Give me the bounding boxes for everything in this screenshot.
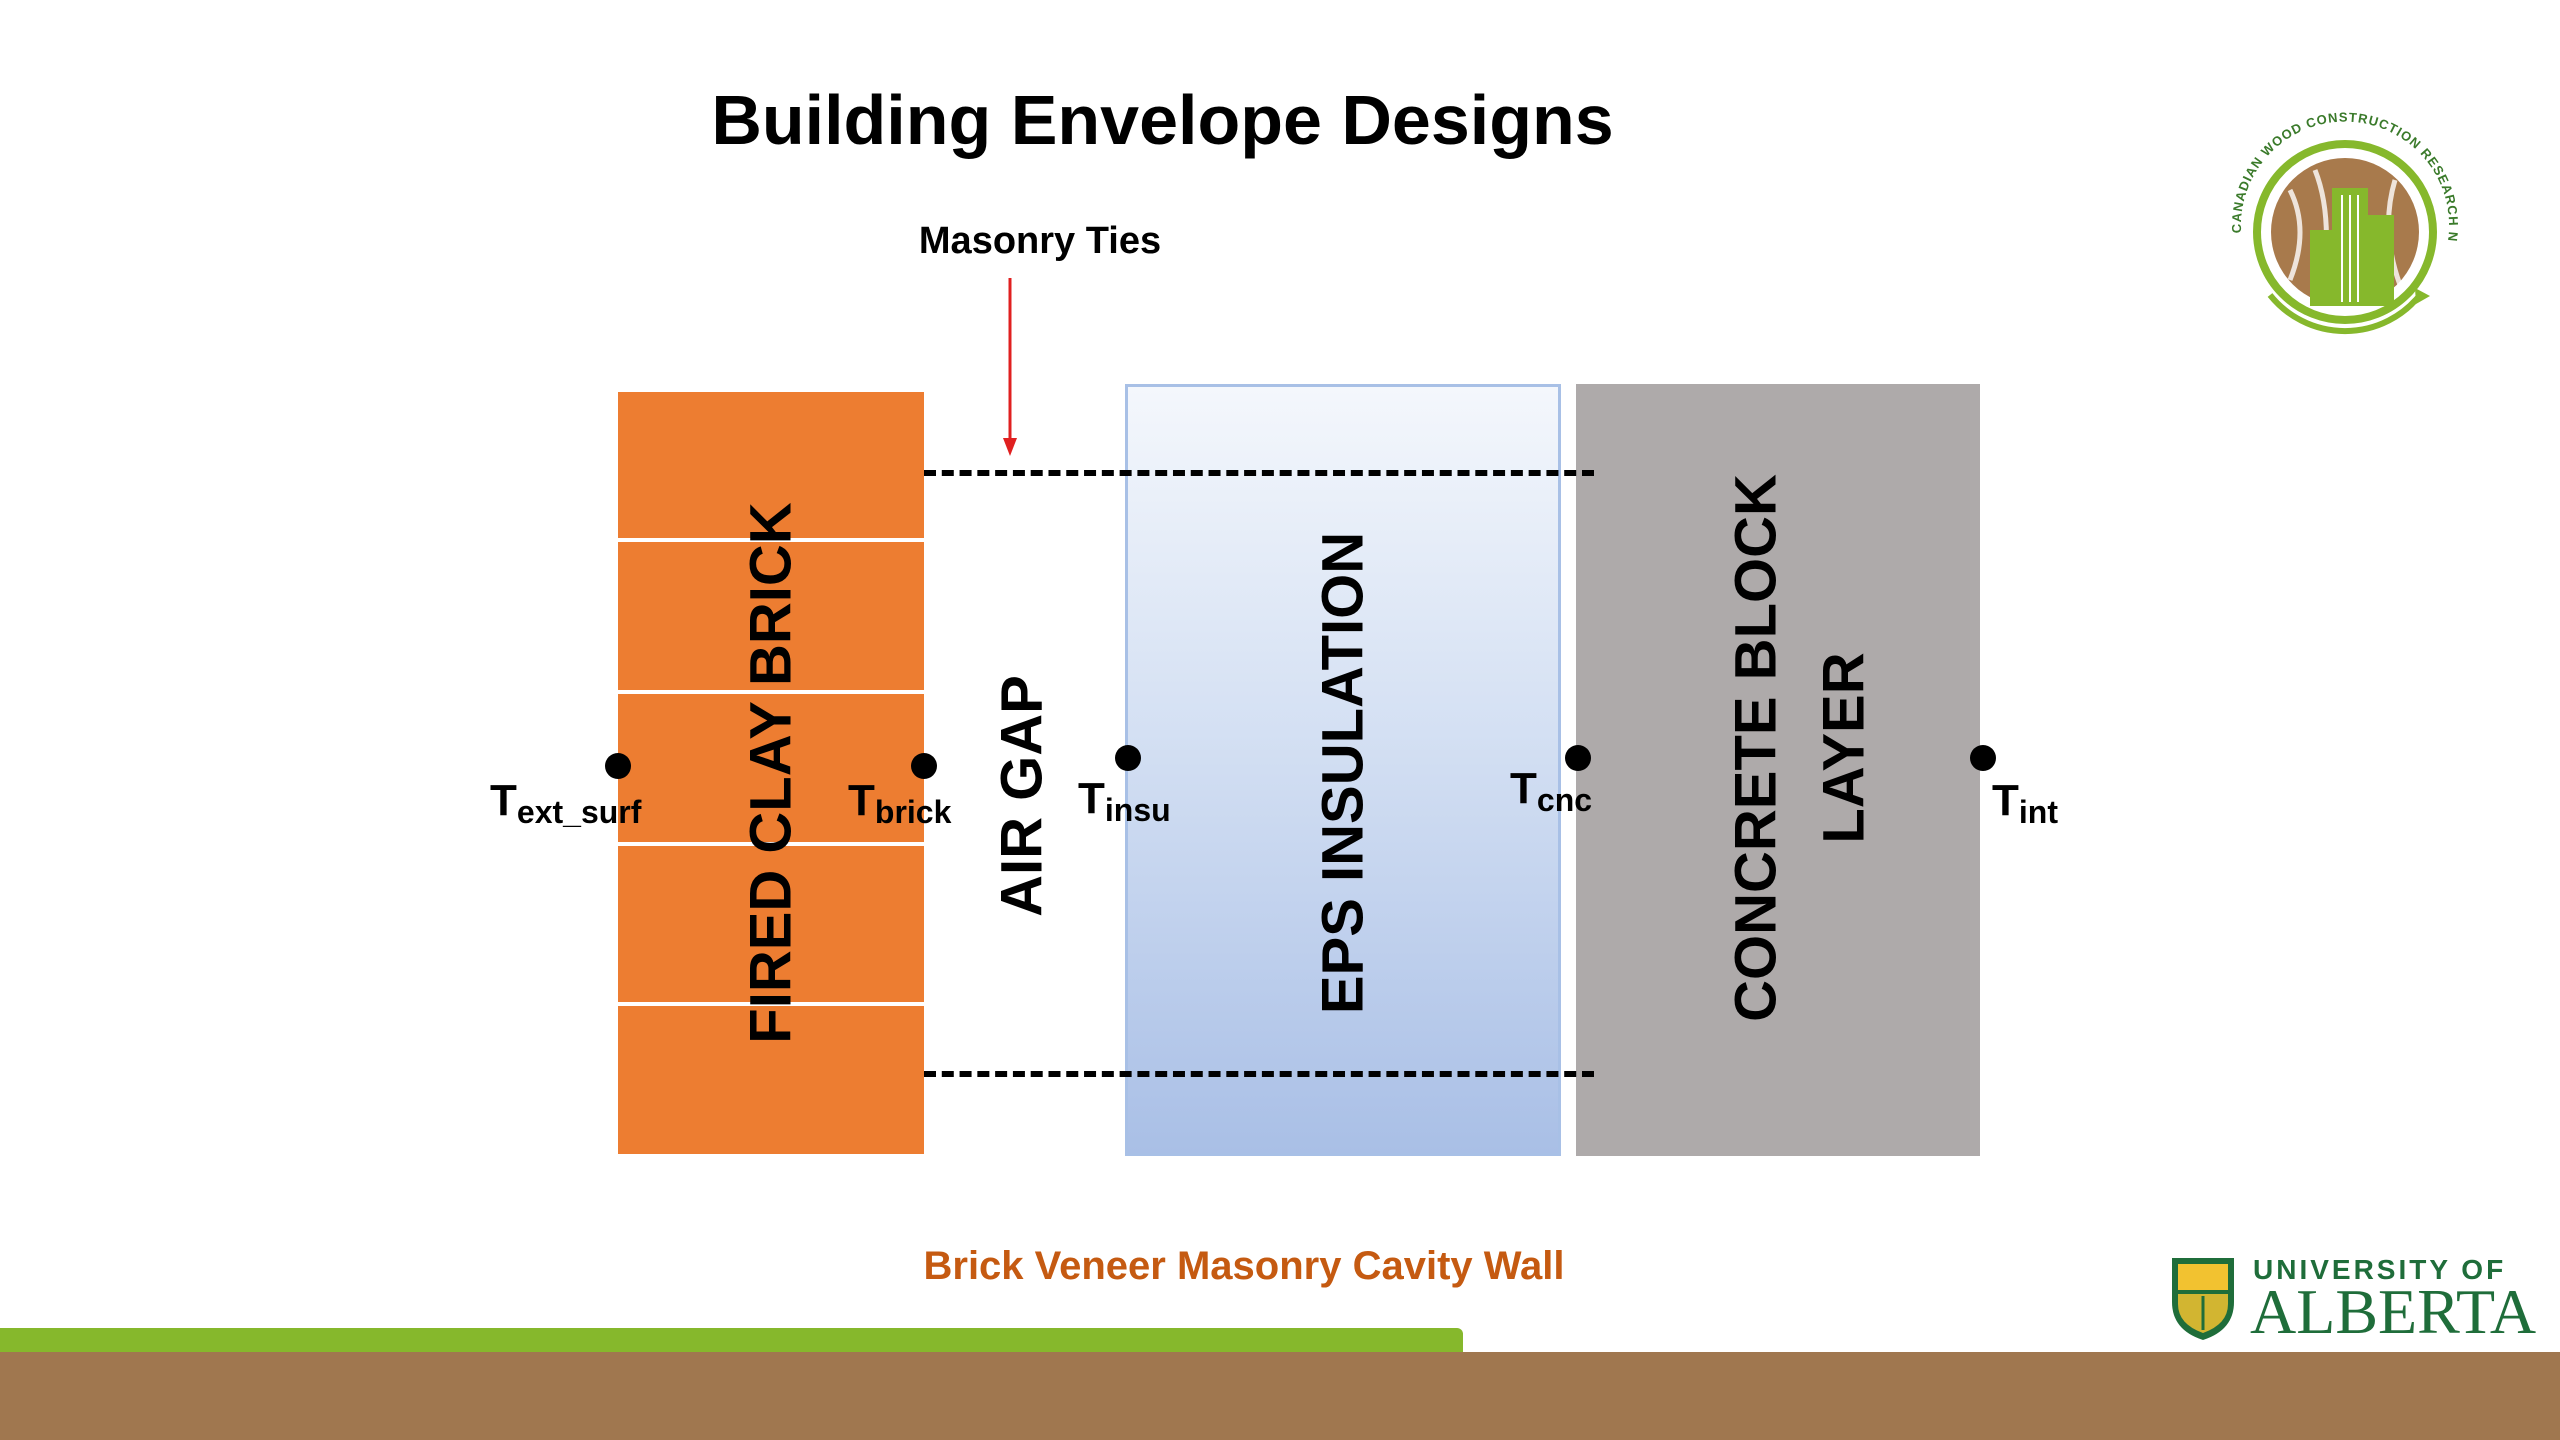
ua-logo-big-text: ALBERTA	[2250, 1276, 2537, 1347]
temp-label-insu: Tinsu	[1078, 774, 1171, 828]
temp-label-ext-surf: Text_surf	[490, 776, 642, 830]
diagram-caption: Brick Veneer Masonry Cavity Wall	[923, 1244, 1565, 1288]
cwc-research-network-logo: CANADIAN WOOD CONSTRUCTION RESEARCH NETW…	[2210, 90, 2460, 335]
university-of-alberta-logo: UNIVERSITY OF ALBERTA	[2168, 1252, 2536, 1344]
ua-crest-icon	[2172, 1258, 2234, 1340]
masonry-ties-arrow	[1003, 278, 1017, 456]
temp-label-cnc: Tcnc	[1510, 764, 1593, 818]
concrete-block-label-line2: LAYER	[1811, 652, 1877, 844]
masonry-tie-top	[924, 470, 1594, 476]
masonry-ties-label: Masonry Ties	[918, 220, 1162, 262]
temp-label-int: Tint	[1992, 776, 2058, 830]
node-ext-surf	[605, 753, 631, 779]
mortar-joint	[618, 1002, 924, 1006]
eps-insulation-layer: EPS INSULATION	[1125, 384, 1561, 1156]
node-cnc	[1565, 745, 1591, 771]
concrete-block-label-line1: CONCRETE BLOCK	[1723, 474, 1789, 1022]
brick-layer: FIRED CLAY BRICK	[618, 392, 924, 1154]
node-brick	[911, 753, 937, 779]
ua-logo-small-text: UNIVERSITY OF	[2253, 1254, 2507, 1285]
footer-brown-bar	[0, 1352, 2560, 1440]
slide-title: Building Envelope Designs	[711, 81, 1614, 159]
footer-green-bar	[0, 1328, 1463, 1352]
masonry-tie-bottom	[924, 1071, 1594, 1077]
mortar-joint	[618, 538, 924, 542]
eps-insulation-label: EPS INSULATION	[1310, 531, 1376, 1015]
concrete-block-layer: CONCRETE BLOCK LAYER	[1576, 384, 1980, 1156]
node-int	[1970, 745, 1996, 771]
node-insu	[1115, 745, 1141, 771]
brick-layer-label: FIRED CLAY BRICK	[738, 502, 804, 1044]
air-gap-label: AIR GAP	[989, 675, 1055, 917]
mortar-joint	[618, 690, 924, 694]
temp-label-brick: Tbrick	[848, 776, 952, 830]
mortar-joint	[618, 842, 924, 846]
